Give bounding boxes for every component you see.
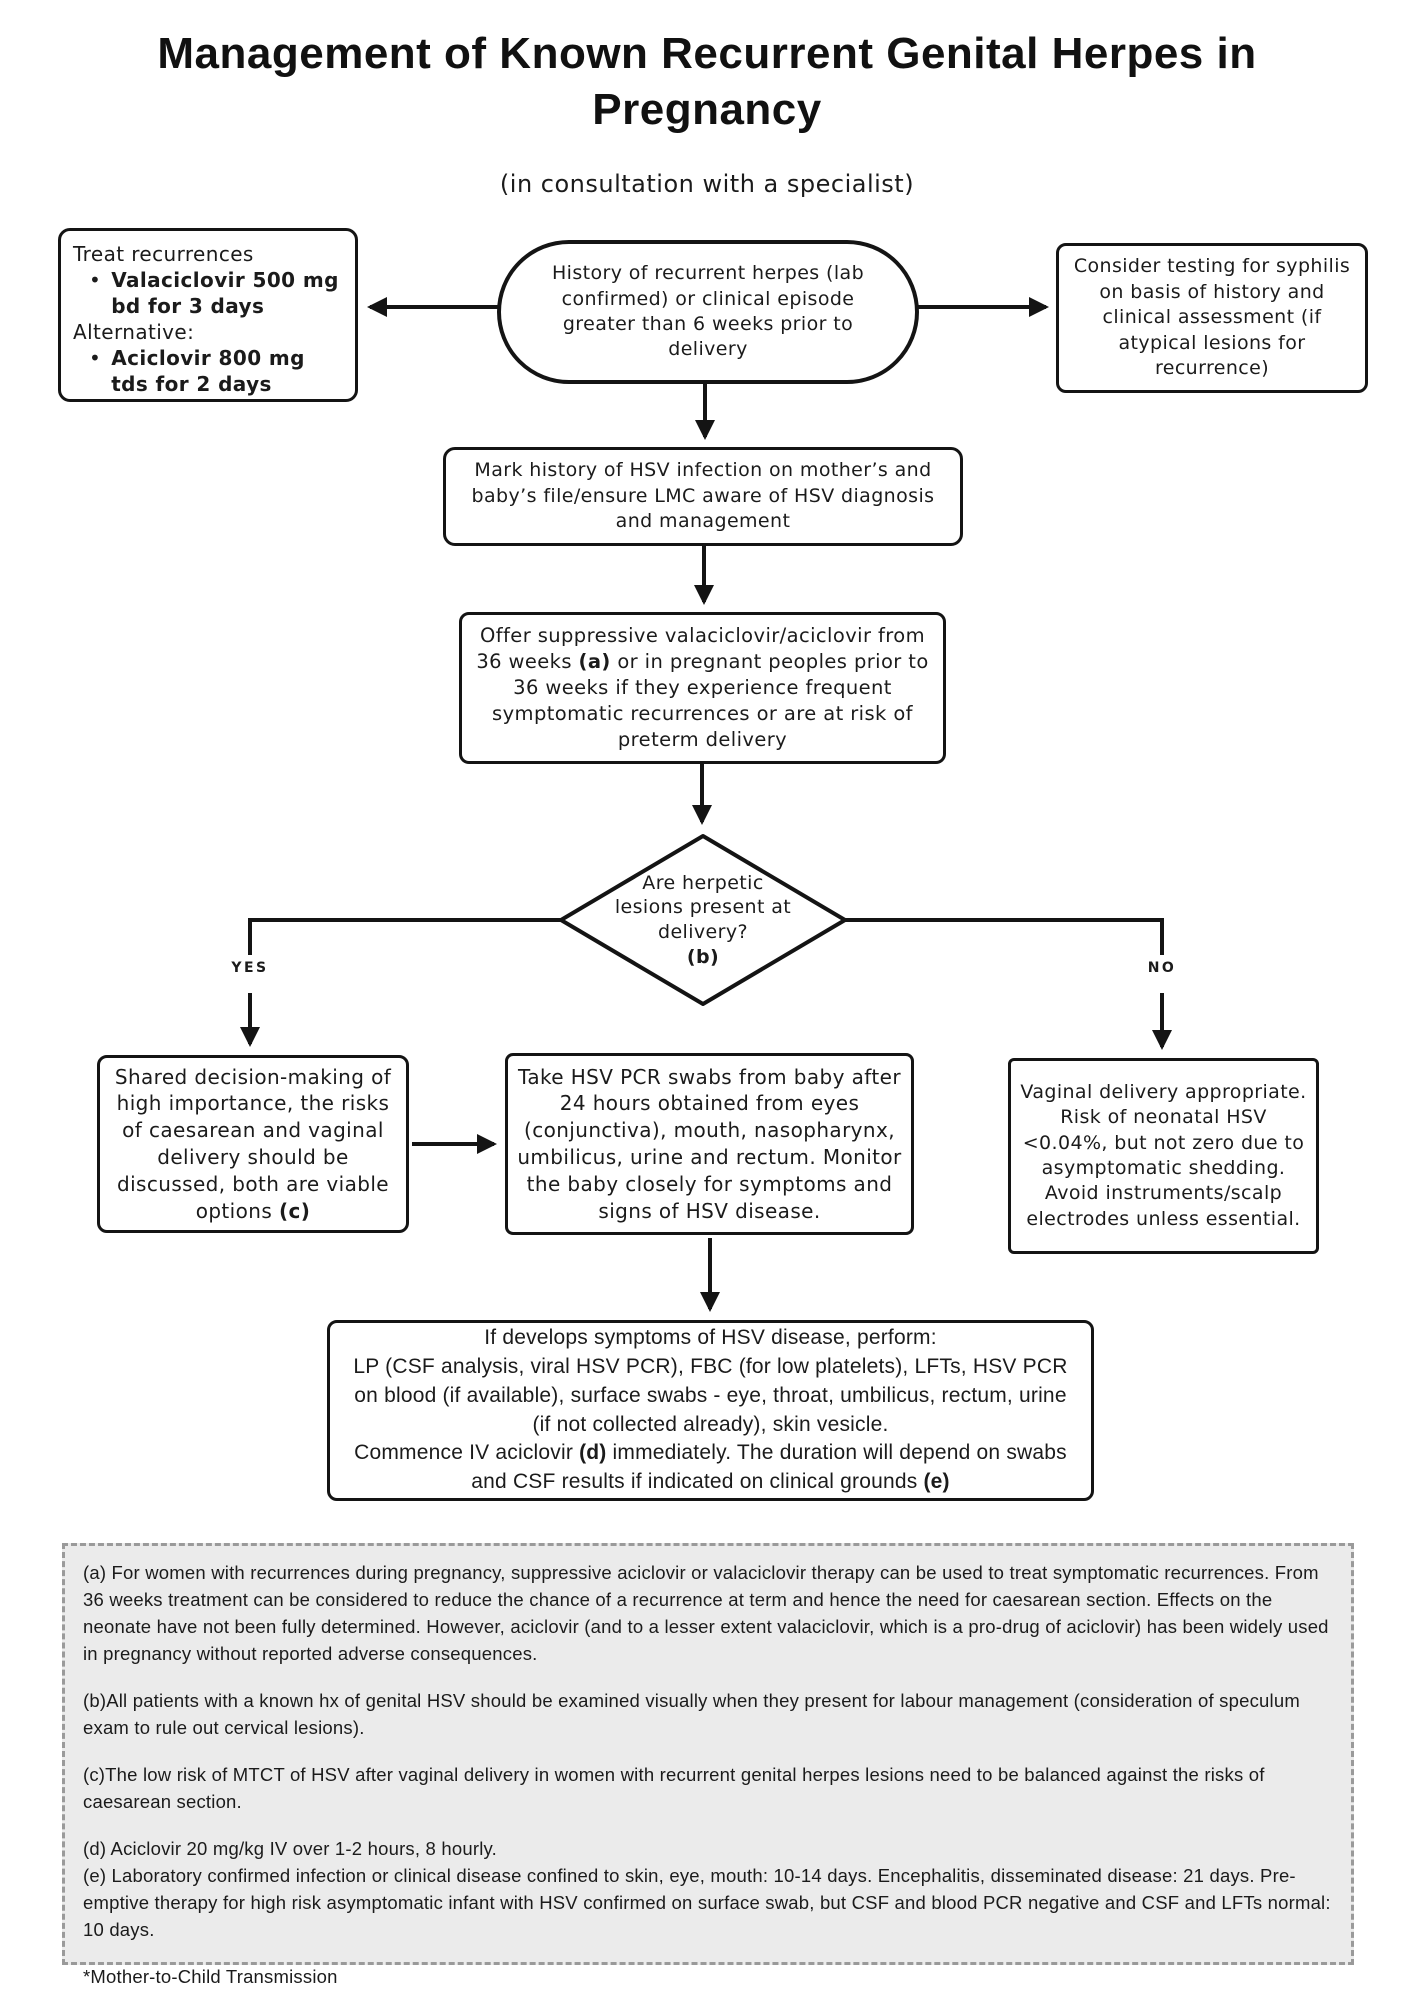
node-hsv-symptoms: If develops symptoms of HSV disease, per… <box>327 1320 1094 1501</box>
decision-question-line: Are herpetic lesions present at delivery… <box>614 871 792 943</box>
offer-text-post: or in pregnant peoples prior to 36 weeks… <box>492 649 929 752</box>
symptoms-line3: Commence IV aciclovir (d) immediately. T… <box>354 1441 1067 1493</box>
bullet-icon: • <box>89 268 102 292</box>
symptoms-line2: LP (CSF analysis, viral HSV PCR), FBC (f… <box>353 1354 1068 1436</box>
footnote-ref-d: (d) <box>579 1441 607 1465</box>
decision-diamond <box>559 834 847 1006</box>
syphilis-text: Consider testing for syphilis on basis o… <box>1073 255 1351 380</box>
pcr-swabs-text: Take HSV PCR swabs from baby after 24 ho… <box>517 1064 902 1223</box>
node-syphilis-testing: Consider testing for syphilis on basis o… <box>1056 243 1368 393</box>
mark-history-text: Mark history of HSV infection on mother’… <box>471 459 935 533</box>
hsv-symptoms-text: If develops symptoms of HSV disease, per… <box>348 1324 1073 1497</box>
treat-drug-2: Aciclovir 800 mg tds for 2 days <box>111 346 305 396</box>
footnote-c: (c)The low risk of MTCT of HSV after vag… <box>83 1764 1265 1812</box>
page-title-line2: Pregnancy <box>592 85 822 134</box>
footnote-ref-a: (a) <box>578 649 611 673</box>
branch-label-no: NO <box>1147 960 1177 976</box>
shared-decision-text: Shared decision-making of high importanc… <box>108 1064 398 1225</box>
treat-alternative-label: Alternative: <box>73 320 195 344</box>
decision-question-text: Are herpetic lesions present at delivery… <box>608 871 798 970</box>
symptoms-line1: If develops symptoms of HSV disease, per… <box>484 1326 937 1350</box>
node-offer-suppressive: Offer suppressive valaciclovir/aciclovir… <box>459 612 946 764</box>
treat-bullet-2: • Aciclovir 800 mg tds for 2 days <box>73 345 343 397</box>
footnote-ref-c: (c) <box>278 1198 311 1223</box>
node-mark-history: Mark history of HSV infection on mother’… <box>443 447 963 546</box>
treat-drug-1: Valaciclovir 500 mg bd for 3 days <box>111 268 339 318</box>
node-pcr-swabs: Take HSV PCR swabs from baby after 24 ho… <box>505 1053 914 1235</box>
connector-decision-no <box>843 918 1164 955</box>
footnote-d: (d) Aciclovir 20 mg/kg IV over 1-2 hours… <box>83 1838 497 1859</box>
symptoms-line3-mid: immediately. The duration will depend on… <box>471 1441 1067 1494</box>
vaginal-delivery-text: Vaginal delivery appropriate. Risk of ne… <box>1020 1080 1307 1230</box>
shared-text-pre: Shared decision-making of high importanc… <box>114 1064 392 1223</box>
footnote-a: (a) For women with recurrences during pr… <box>83 1562 1329 1664</box>
node-vaginal-delivery: Vaginal delivery appropriate. Risk of ne… <box>1008 1058 1319 1254</box>
footnote-ref-b: (b) <box>686 945 720 968</box>
treat-intro: Treat recurrences <box>73 242 254 266</box>
page-subtitle: (in consultation with a specialist) <box>499 170 915 198</box>
branch-label-yes: YES <box>231 960 269 976</box>
node-treat-recurrences: Treat recurrences • Valaciclovir 500 mg … <box>58 228 358 402</box>
footnote-mtct: *Mother-to-Child Transmission <box>83 1966 338 1987</box>
footnote-ref-e: (e) <box>923 1470 950 1494</box>
decision-question: Are herpetic lesions present at delivery… <box>608 858 798 982</box>
treat-bullet-1: • Valaciclovir 500 mg bd for 3 days <box>73 267 343 319</box>
node-shared-decision: Shared decision-making of high importanc… <box>97 1055 409 1233</box>
footnote-e: (e) Laboratory confirmed infection or cl… <box>83 1865 1331 1940</box>
bullet-icon: • <box>89 346 102 370</box>
node-history-oval: History of recurrent herpes (lab confirm… <box>497 240 919 384</box>
footnote-b: (b)All patients with a known hx of genit… <box>83 1690 1300 1738</box>
page-title: Management of Known Recurrent Genital He… <box>0 26 1414 138</box>
offer-text-pre: Offer suppressive valaciclovir/aciclovir… <box>476 623 925 673</box>
connector-decision-yes <box>248 918 563 955</box>
history-text: History of recurrent herpes (lab confirm… <box>551 262 865 361</box>
offer-text: Offer suppressive valaciclovir/aciclovir… <box>470 623 935 754</box>
symptoms-line3-pre: Commence IV aciclovir <box>354 1441 580 1465</box>
footnotes-panel: (a) For women with recurrences during pr… <box>62 1543 1354 1987</box>
page-title-line1: Management of Known Recurrent Genital He… <box>157 29 1257 78</box>
